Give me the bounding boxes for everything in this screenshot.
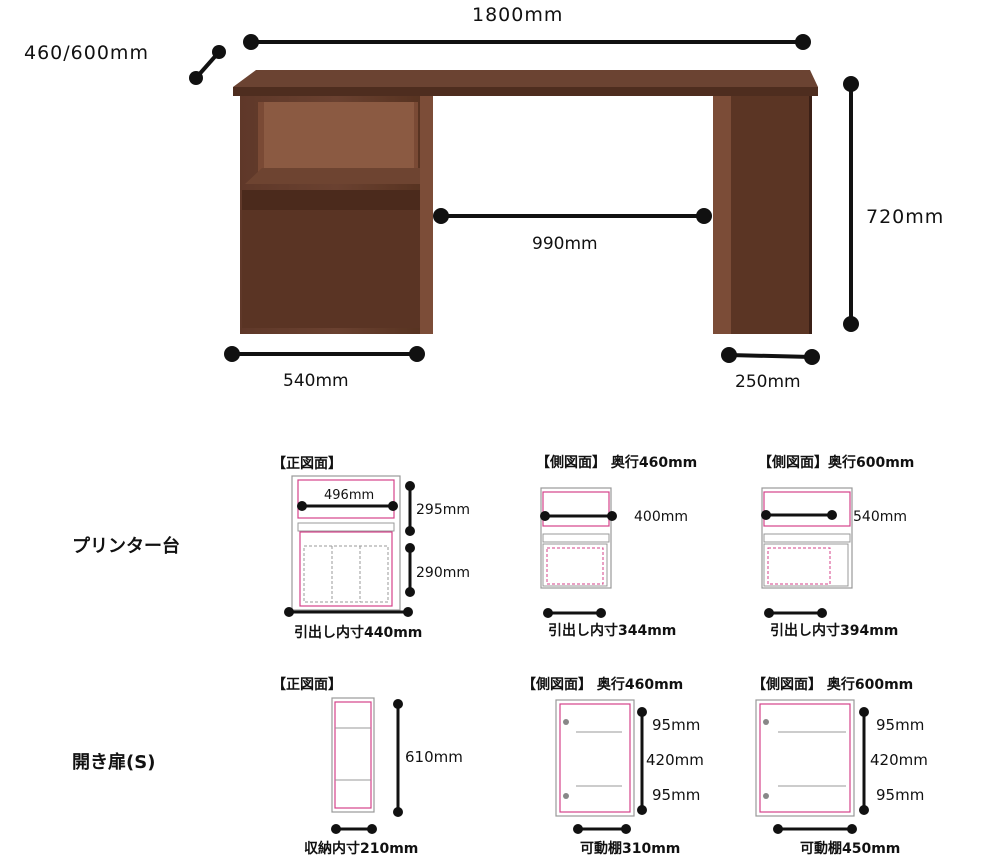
printer-side600-depth-label: 540mm [853, 509, 907, 525]
printer-side600-drawing [761, 487, 853, 618]
depth-dimension-line [189, 45, 226, 85]
door460-middle-label: 420mm [646, 751, 704, 769]
door-row-label: 開き扉(S) [72, 752, 156, 773]
printer-front-drawer-label: 引出し内寸440mm [294, 625, 423, 641]
door-side600-heading: 【側図面】 奥行600mm [752, 677, 914, 693]
door-height-label: 610mm [405, 748, 463, 766]
printer-side460-drawer-label: 引出し内寸344mm [548, 623, 677, 639]
width-label: 1800mm [472, 4, 564, 26]
opening-label: 990mm [532, 234, 598, 254]
height-label: 720mm [866, 206, 945, 228]
door-side600-drawing [755, 699, 869, 834]
door460-bottom-label: 95mm [652, 786, 701, 804]
left-unit-dimension-line [224, 346, 425, 362]
left-unit-label: 540mm [283, 371, 349, 391]
door-front-drawing [331, 697, 403, 834]
opening-dimension-line [433, 208, 712, 224]
desk-illustration [189, 34, 859, 365]
right-unit-dimension-line [721, 347, 820, 365]
printer-front-drawing [284, 475, 415, 617]
right-cabinet [713, 96, 812, 334]
printer-front-heading: 【正図面】 [272, 456, 342, 472]
left-cabinet [240, 96, 433, 334]
door460-top-label: 95mm [652, 716, 701, 734]
door600-shelf-label: 可動棚450mm [800, 841, 901, 857]
door600-top-label: 95mm [876, 716, 925, 734]
printer-side600-drawer-label: 引出し内寸394mm [770, 623, 899, 639]
door-storage-inner-label: 収納内寸210mm [304, 841, 419, 857]
printer-lower-height-label: 290mm [416, 565, 470, 581]
width-dimension-line [243, 34, 811, 50]
printer-inner-width-label: 496mm [324, 488, 375, 503]
printer-side600-heading: 【側図面】奥行600mm [758, 455, 915, 471]
printer-stand-row-label: プリンター台 [72, 536, 180, 557]
right-unit-label: 250mm [735, 372, 801, 392]
printer-upper-height-label: 295mm [416, 502, 470, 518]
printer-side460-drawing [540, 487, 617, 618]
door-front-heading: 【正図面】 [272, 677, 342, 693]
depth-label: 460/600mm [24, 42, 149, 64]
door-side460-drawing [555, 699, 647, 834]
door-side460-heading: 【側図面】 奥行460mm [522, 677, 684, 693]
height-dimension-line [843, 76, 859, 332]
door600-bottom-label: 95mm [876, 786, 925, 804]
printer-side460-depth-label: 400mm [634, 509, 688, 525]
printer-side460-heading: 【側図面】 奥行460mm [536, 455, 698, 471]
door460-shelf-label: 可動棚310mm [580, 841, 681, 857]
door600-middle-label: 420mm [870, 751, 928, 769]
desk-top [233, 70, 818, 96]
